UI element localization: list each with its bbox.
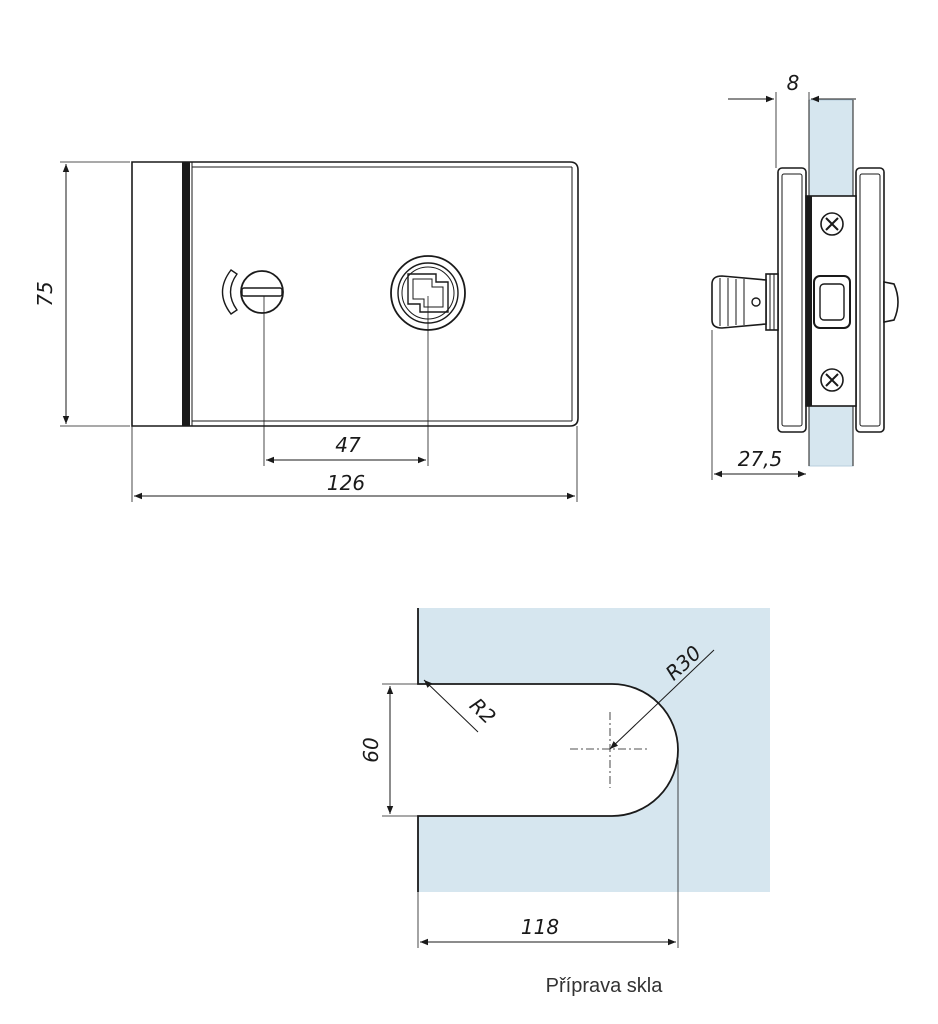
glass-prep-caption: Příprava skla: [545, 975, 663, 997]
lock-body-outline: [131, 161, 579, 427]
indicator-knob-icon: [221, 269, 284, 315]
dim-glass-label: 8: [787, 71, 800, 95]
dim-height-label: 75: [33, 281, 57, 306]
dim-depth-label: 118: [521, 915, 559, 939]
glass-cutout-shape: [418, 608, 770, 892]
dim-center-label: 47: [335, 433, 361, 457]
dim-width-label: 126: [327, 471, 365, 495]
dim-leader-r30: [609, 649, 715, 750]
screw-top-icon: [820, 212, 844, 236]
dim-leader-r2: [423, 679, 479, 733]
side-knob-icon: [711, 273, 779, 331]
glass-preparation: [382, 608, 770, 948]
screw-bottom-icon: [820, 368, 844, 392]
dim-radius-small-label: R2: [465, 693, 501, 729]
side-view: [711, 92, 899, 480]
front-view: [60, 161, 579, 502]
dim-slot-label: 60: [359, 737, 383, 762]
end-cap-divider: [182, 162, 190, 426]
dim-depth-side-label: 27,5: [738, 447, 783, 471]
